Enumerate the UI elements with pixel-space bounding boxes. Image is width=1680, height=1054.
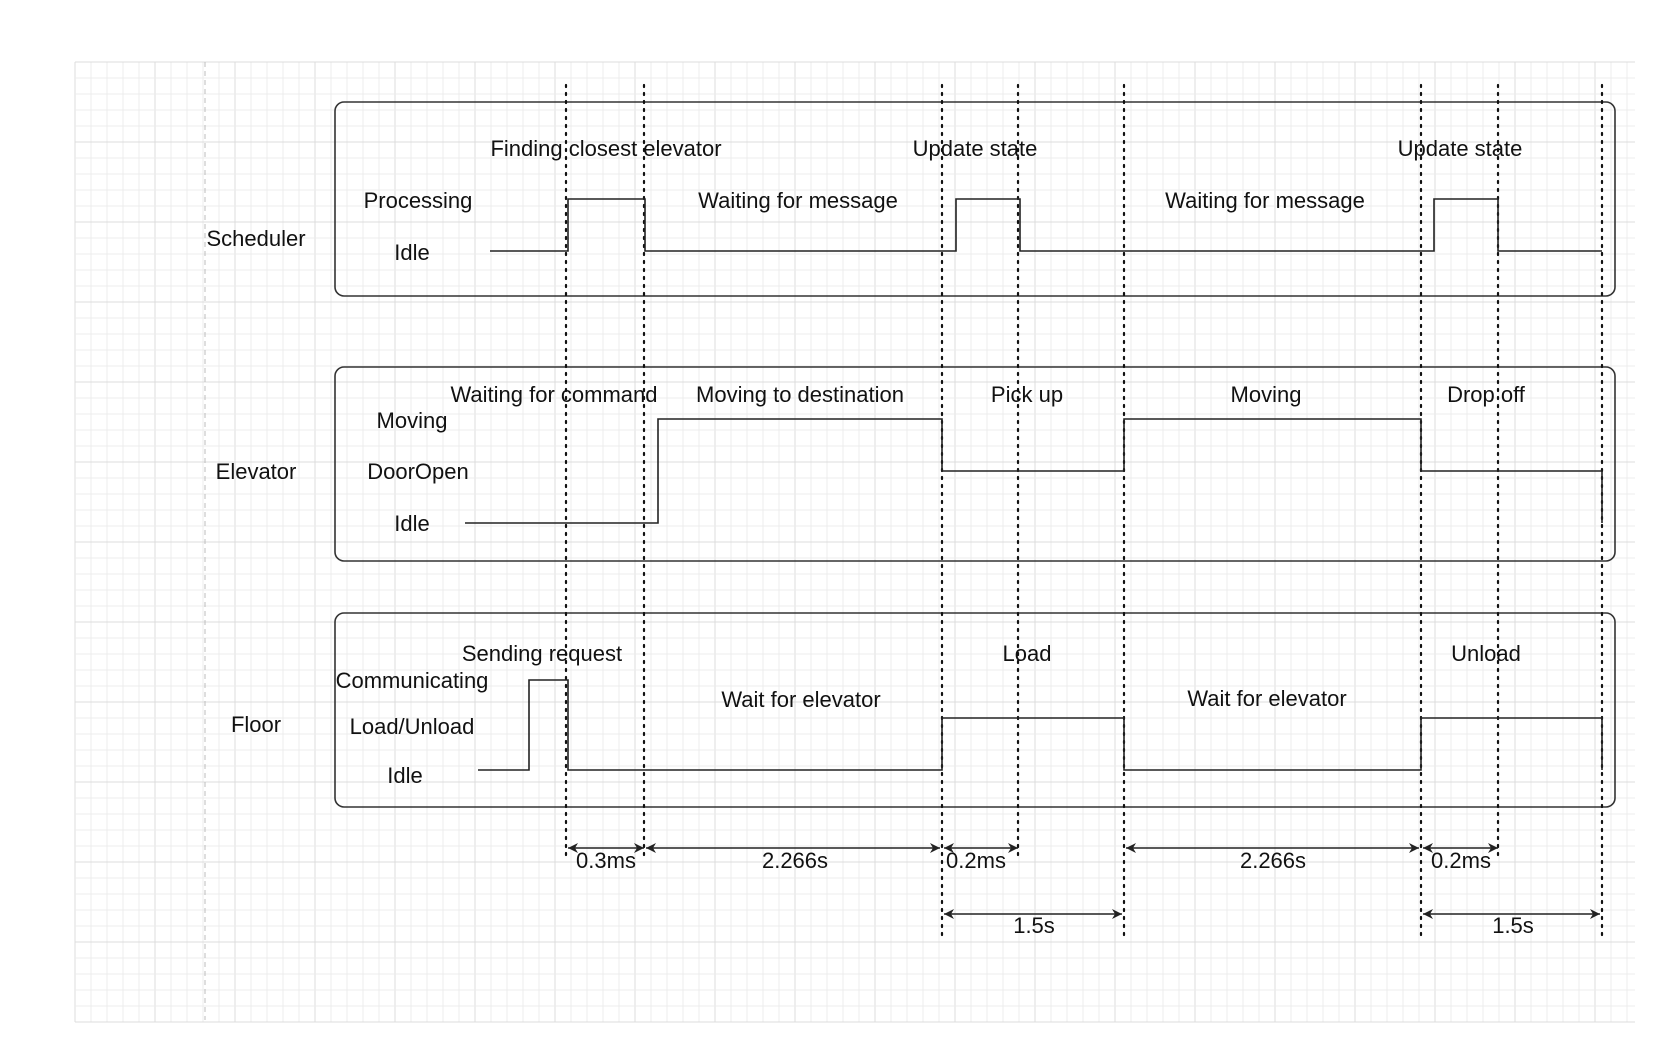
duration-arrow — [1126, 843, 1419, 853]
floor-waveform — [478, 679, 1603, 771]
elevator-lane-box — [334, 366, 1616, 562]
arrow-head-left — [944, 843, 954, 853]
arrow-head-right — [1008, 843, 1018, 853]
elevator-phase-1: Waiting for command — [450, 382, 657, 407]
arrow-head-right — [1590, 909, 1600, 919]
duration-label-6: 1.5s — [1013, 913, 1055, 938]
floor-state-idle: Idle — [387, 763, 422, 788]
floor-phase-5: Unload — [1451, 641, 1521, 666]
scheduler-state-processing: Processing — [364, 188, 473, 213]
scheduler-state-idle: Idle — [394, 240, 429, 265]
floor-phase-4: Wait for elevator — [1187, 686, 1346, 711]
elevator-waveform — [465, 418, 1603, 524]
duration-label-5: 0.2ms — [1431, 848, 1491, 873]
duration-arrow — [1423, 843, 1498, 853]
scheduler-phase-2: Waiting for message — [698, 188, 898, 213]
floor-lane-label: Floor — [231, 712, 281, 737]
scheduler-phase-5: Update state — [1398, 136, 1523, 161]
elevator-lane-label: Elevator — [216, 459, 297, 484]
scheduler-phase-3: Update state — [913, 136, 1038, 161]
arrow-head-left — [1423, 843, 1433, 853]
arrow-head-left — [568, 843, 578, 853]
arrow-head-left — [1126, 843, 1136, 853]
scheduler-waveform — [490, 198, 1602, 252]
duration-arrow — [568, 843, 644, 853]
elevator-state-dooropen: DoorOpen — [367, 459, 469, 484]
floor-phase-1: Sending request — [462, 641, 622, 666]
elevator-phase-5: Drop off — [1447, 382, 1526, 407]
duration-arrow — [944, 909, 1122, 919]
arrow-head-right — [1409, 843, 1419, 853]
floor-lane-box — [334, 612, 1616, 808]
scheduler-lane-box — [334, 101, 1616, 297]
scheduler-phase-4: Waiting for message — [1165, 188, 1365, 213]
duration-label-1: 0.3ms — [576, 848, 636, 873]
floor-state-communicating: Communicating — [336, 668, 489, 693]
elevator-phase-2: Moving to destination — [696, 382, 904, 407]
duration-arrow — [646, 843, 940, 853]
duration-label-2: 2.266s — [762, 848, 828, 873]
duration-arrow — [944, 843, 1018, 853]
elevator-phase-4: Moving — [1231, 382, 1302, 407]
scheduler-phase-1: Finding closest elevator — [490, 136, 721, 161]
arrow-head-left — [646, 843, 656, 853]
arrow-head-right — [1112, 909, 1122, 919]
duration-arrows — [568, 843, 1600, 919]
arrow-head-left — [944, 909, 954, 919]
duration-label-3: 0.2ms — [946, 848, 1006, 873]
elevator-state-idle: Idle — [394, 511, 429, 536]
arrow-head-right — [930, 843, 940, 853]
duration-label-7: 1.5s — [1492, 913, 1534, 938]
duration-label-4: 2.266s — [1240, 848, 1306, 873]
floor-state-load-unload: Load/Unload — [350, 714, 475, 739]
arrow-head-right — [1488, 843, 1498, 853]
duration-arrow — [1423, 909, 1600, 919]
arrow-head-left — [1423, 909, 1433, 919]
elevator-phase-3: Pick up — [991, 382, 1063, 407]
floor-phase-2: Wait for elevator — [721, 687, 880, 712]
scheduler-lane-label: Scheduler — [206, 226, 305, 251]
elevator-state-moving: Moving — [377, 408, 448, 433]
arrow-head-right — [634, 843, 644, 853]
floor-phase-3: Load — [1003, 641, 1052, 666]
